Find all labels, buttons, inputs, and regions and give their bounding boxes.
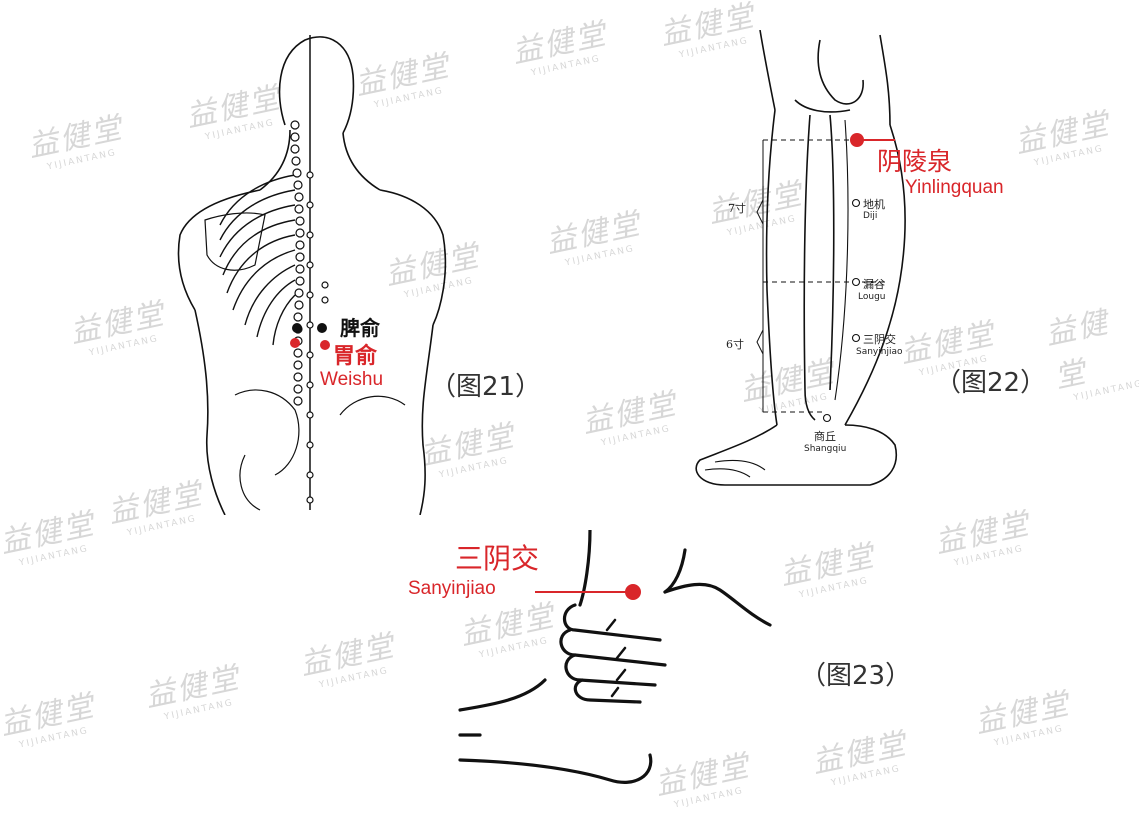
label-diji-cn: 地机 xyxy=(863,196,885,212)
acupoint-yinlingquan xyxy=(850,133,864,147)
acupoint-pishu-left xyxy=(292,323,302,333)
acupoint-shangqiu xyxy=(824,415,831,422)
caption-figure-22: （图22） xyxy=(935,362,1046,399)
label-diji-en: Diji xyxy=(863,211,877,221)
caption-figure-21: （图21） xyxy=(430,366,541,403)
figure-22-leg xyxy=(685,30,925,495)
figure-21-back xyxy=(165,25,470,515)
label-sanyinjiao-cn-23: 三阴交 xyxy=(455,537,539,577)
label-weishu-en: Weishu xyxy=(320,369,383,391)
acupoint-sanyinjiao xyxy=(853,335,860,342)
label-7-cun: 7寸 xyxy=(728,200,746,216)
acupoint-weishu-left xyxy=(290,338,300,348)
acupoint-lougu xyxy=(853,279,860,286)
label-sanyinjiao-en-22: Sanyinjiao xyxy=(856,347,903,357)
caption-figure-23: （图23） xyxy=(800,655,911,692)
label-weishu-cn: 胃俞 xyxy=(333,338,377,370)
label-pishu: 脾俞 xyxy=(340,312,380,341)
leg-illustration xyxy=(685,30,925,495)
label-lougu-cn: 漏谷 xyxy=(863,276,885,292)
label-yinlingquan-cn: 阴陵泉 xyxy=(877,142,952,178)
acupoint-weishu-right xyxy=(320,340,330,350)
acupoint-pishu-right xyxy=(317,323,327,333)
spine xyxy=(291,35,328,510)
label-sanyinjiao-en-23: Sanyinjiao xyxy=(408,578,496,600)
label-sanyinjiao-cn-22: 三阴交 xyxy=(863,331,896,347)
acupoint-diji xyxy=(853,200,860,207)
back-illustration xyxy=(165,25,470,515)
label-shangqiu-en: Shangqiu xyxy=(804,444,846,454)
label-lougu-en: Lougu xyxy=(858,292,885,302)
label-6-cun: 6寸 xyxy=(726,336,744,352)
label-yinlingquan-en: Yinlingquan xyxy=(905,177,1004,199)
label-shangqiu-cn: 商丘 xyxy=(814,428,836,444)
acupoint-sanyinjiao-hand xyxy=(625,584,641,600)
